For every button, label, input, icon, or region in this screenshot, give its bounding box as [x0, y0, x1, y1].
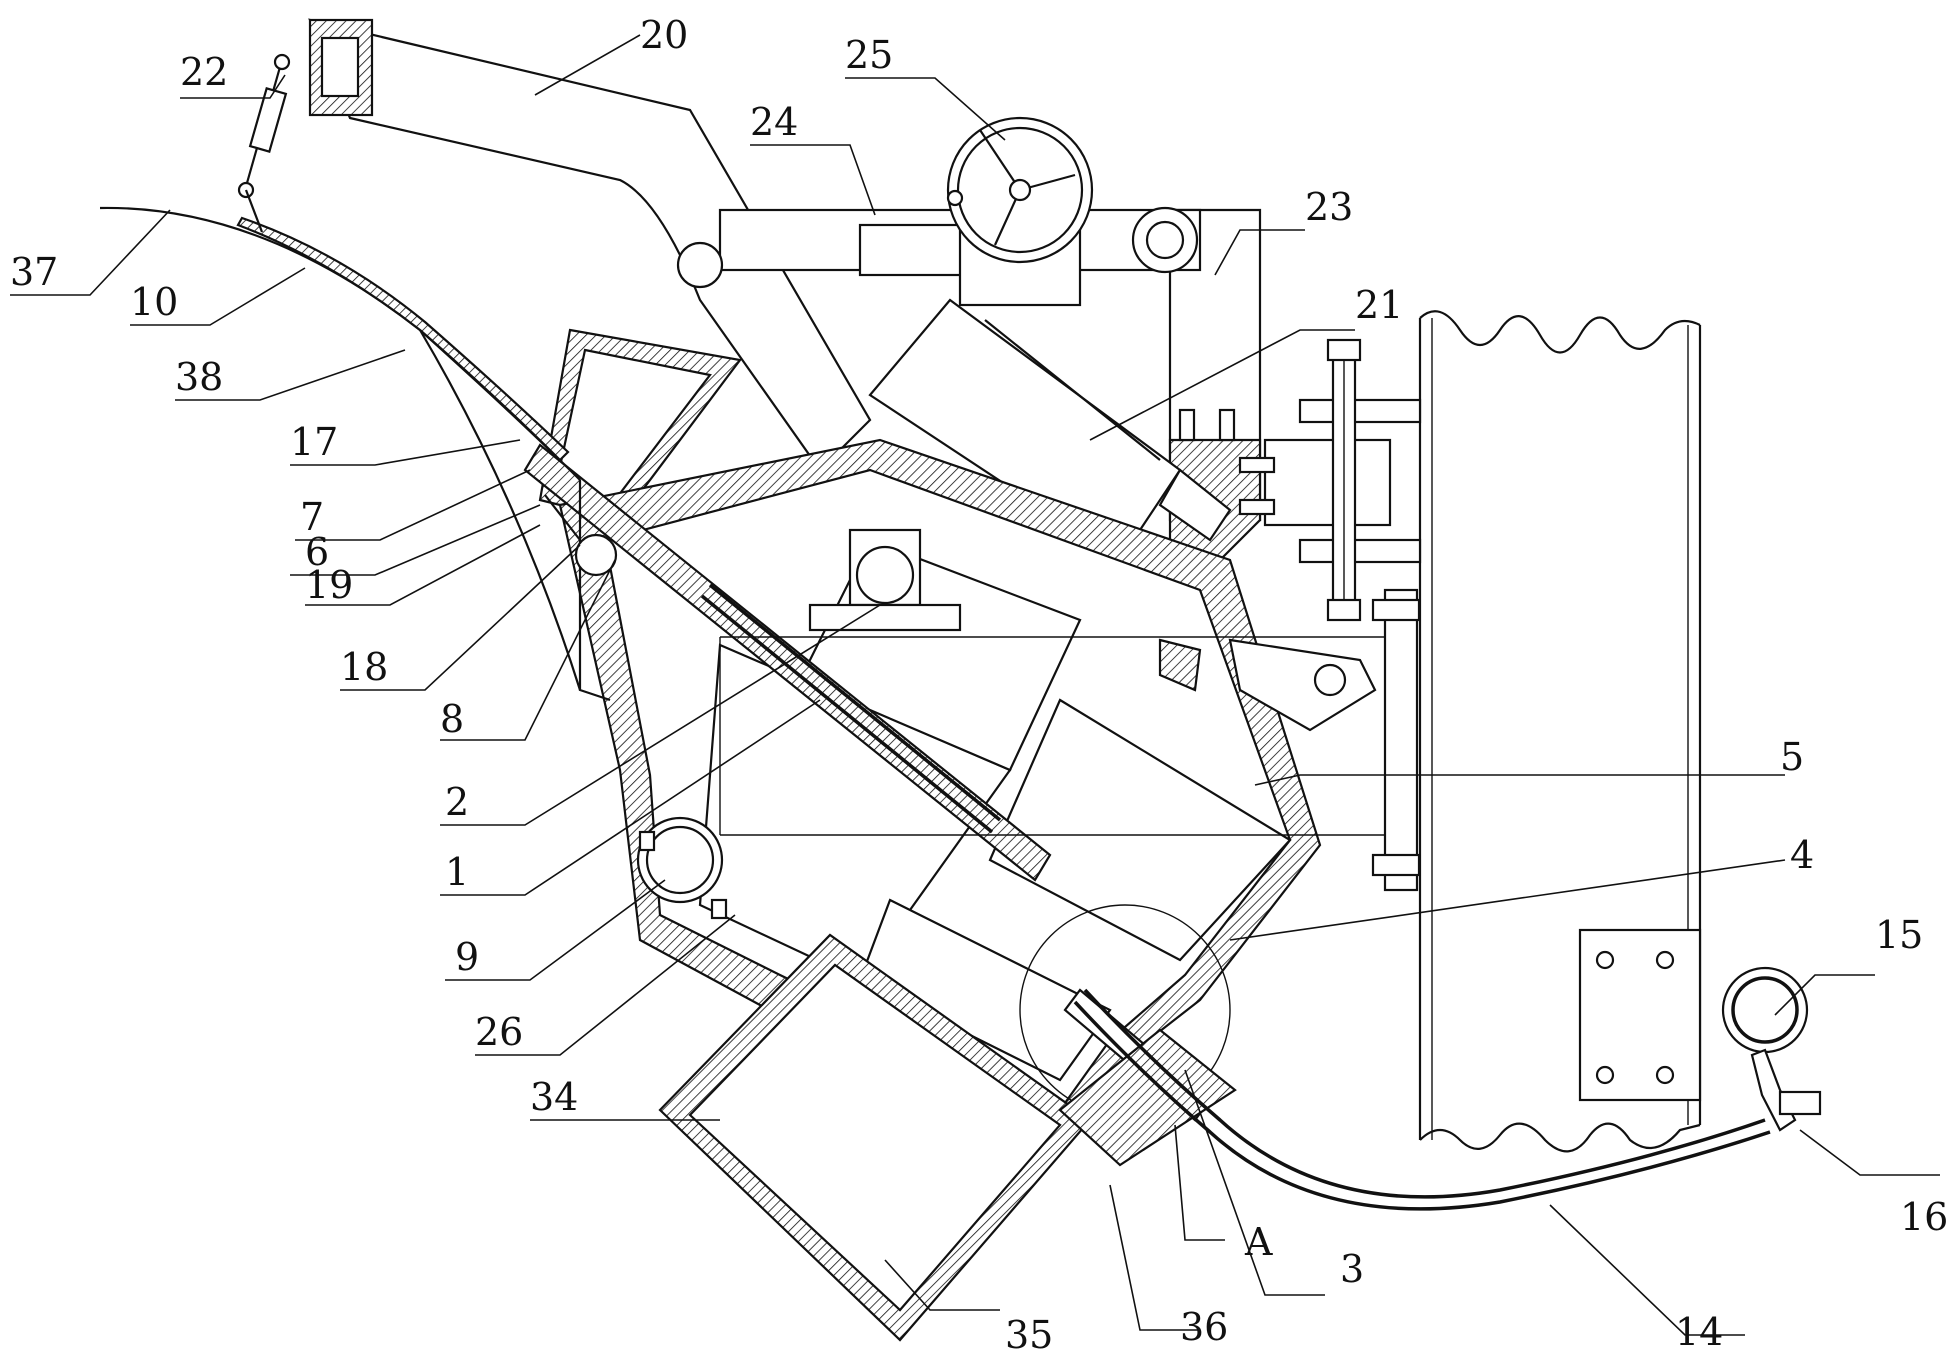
label-1: 1: [445, 850, 469, 894]
label-36: 36: [1180, 1305, 1228, 1349]
label-22: 22: [180, 50, 228, 94]
guide-plate: [99, 206, 611, 702]
label-10: 10: [130, 280, 178, 324]
label-21: 21: [1355, 283, 1403, 327]
label-8: 8: [440, 697, 464, 741]
label-7: 7: [300, 495, 324, 539]
label-23: 23: [1305, 185, 1353, 229]
hose-14: [1073, 988, 1771, 1211]
clamp-15: [1578, 928, 1822, 1132]
label-34: 34: [530, 1075, 578, 1119]
label-6: 6: [305, 530, 329, 574]
label-19: 19: [305, 563, 353, 607]
label-15: 15: [1875, 913, 1923, 957]
actuator-22: [237, 53, 291, 233]
label-17: 17: [290, 420, 338, 464]
label-2: 2: [445, 780, 469, 824]
label-A: A: [1244, 1220, 1273, 1264]
label-18: 18: [340, 645, 388, 689]
label-37: 37: [10, 250, 58, 294]
pipe-19: [544, 494, 618, 577]
detail-circle-A: [1019, 904, 1237, 1167]
leader-lines: [10, 34, 1940, 1336]
label-20: 20: [640, 13, 688, 57]
label-14: 14: [1675, 1310, 1723, 1354]
arm-20: [308, 18, 872, 472]
clamp-bracket: [1263, 338, 1422, 622]
vertical-frame: [1418, 310, 1702, 1153]
label-38: 38: [175, 355, 223, 399]
pipe-9: [636, 816, 728, 920]
labels: 20 22 25 24 23 37 10 21 38 17 7 6 19 18 …: [10, 13, 1947, 1357]
label-3: 3: [1340, 1247, 1364, 1291]
label-24: 24: [750, 100, 798, 144]
label-26: 26: [475, 1010, 523, 1054]
label-35: 35: [1005, 1313, 1053, 1357]
label-25: 25: [845, 33, 893, 77]
label-5: 5: [1780, 735, 1804, 779]
label-16: 16: [1900, 1195, 1947, 1239]
label-4: 4: [1790, 833, 1814, 877]
handwheel-assembly: [676, 116, 1202, 307]
label-9: 9: [455, 935, 479, 979]
mounting-plate: [1371, 588, 1421, 892]
